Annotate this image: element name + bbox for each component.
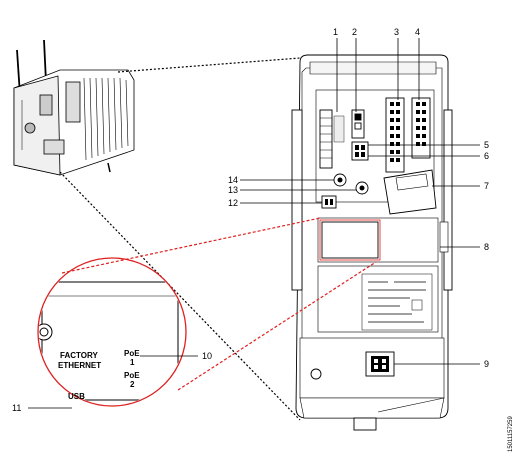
- inset-label-usb: USB: [68, 392, 85, 401]
- connector-1: [319, 109, 333, 169]
- callout-6: 6: [484, 151, 489, 161]
- document-id: 15011157259: [508, 416, 514, 452]
- callout-14: 14: [228, 175, 238, 185]
- antenna-right: [43, 39, 47, 83]
- terminal-block-3: [385, 97, 405, 173]
- port-cover-7: [383, 169, 437, 215]
- overview-leader-lines: [59, 57, 301, 421]
- overview-base: [43, 139, 65, 155]
- callout-13: 13: [228, 185, 238, 195]
- inset-label-poe1-a: PoE: [124, 349, 140, 358]
- callout-8: 8: [484, 242, 489, 252]
- callout-2: 2: [352, 27, 357, 37]
- overview-panel: [65, 81, 81, 123]
- overview-module: [39, 94, 53, 116]
- ethernet-port-panel: [321, 221, 379, 259]
- overview-cooling-fins: [83, 77, 129, 161]
- label-plate-text-lines: [368, 281, 426, 323]
- overview-knob: [24, 122, 36, 134]
- callout-1: 1: [333, 27, 338, 37]
- port-inset: FACTORY ETHERNET USB PoE 1 PoE 2: [37, 257, 187, 407]
- bottom-latch: [353, 417, 377, 431]
- callout-leaders: [28, 38, 480, 409]
- inset-label-poe2-a: PoE: [124, 371, 140, 380]
- inset-label-poe2-b: 2: [130, 380, 135, 389]
- terminal-area: [315, 89, 435, 203]
- terminal-block-4: [411, 97, 431, 159]
- callout-3: 3: [394, 27, 399, 37]
- port-panel: [317, 217, 439, 263]
- inset-zoom-lines: [61, 217, 377, 391]
- device-main-view: [291, 54, 453, 431]
- rail-right: [443, 109, 453, 291]
- callout-9: 9: [484, 359, 489, 369]
- device-overview: [13, 39, 135, 176]
- callout-5: 5: [484, 140, 489, 150]
- callout-numbers: 1 2 3 4 5 6 7 8 9 10 11 12 13 14: [12, 27, 489, 413]
- callout-12: 12: [228, 198, 238, 208]
- inset-panel-outline: [41, 281, 179, 401]
- housing-top-lip: [309, 61, 437, 75]
- rail-left: [291, 109, 303, 291]
- terminal-block-4-pins: [416, 102, 426, 146]
- inset-label-ethernet: ETHERNET: [58, 361, 101, 370]
- terminal-block-3-pins: [390, 102, 400, 162]
- connector-12: [321, 195, 337, 209]
- inset-label-poe1-b: 1: [130, 358, 135, 367]
- bottom-base: [299, 397, 445, 419]
- callout-10: 10: [202, 351, 212, 361]
- inset-label-factory: FACTORY: [60, 351, 98, 360]
- callout-11: 11: [12, 403, 21, 413]
- lower-screw: [310, 368, 322, 380]
- callout-4: 4: [415, 27, 420, 37]
- inset-source-highlight: [319, 219, 381, 261]
- jumper-block: [351, 141, 369, 161]
- overview-front-face: [13, 75, 61, 176]
- callout-7: 7: [484, 181, 489, 191]
